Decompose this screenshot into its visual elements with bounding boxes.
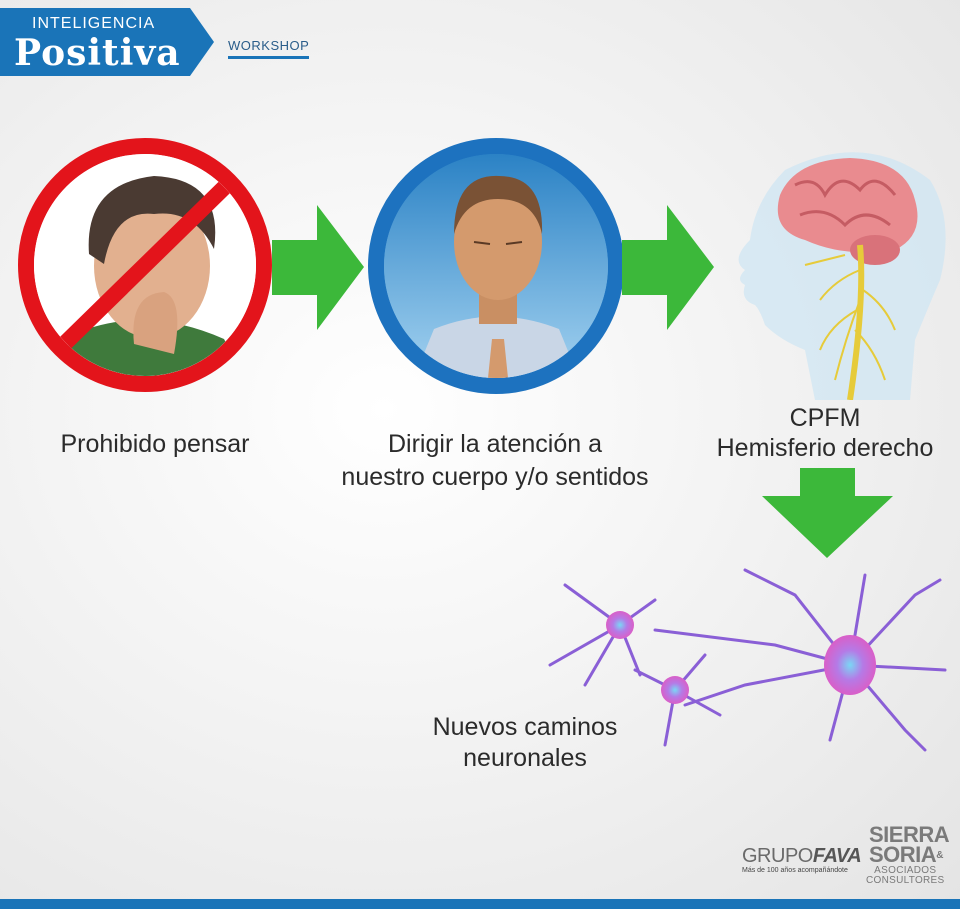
neurons-image	[548, 568, 947, 752]
brand-top-text: INTELIGENCIA	[32, 15, 156, 32]
step4-label-line1: Nuevos caminos	[432, 713, 618, 741]
step2-label-line1: Dirigir la atención a	[388, 430, 602, 458]
fava-logo-text: GRUPO	[742, 845, 813, 867]
sierra-soria-logo: SIERRA SORIA&	[869, 822, 950, 867]
brand-main-text: Positiva	[14, 32, 181, 74]
arrow-down-icon	[762, 468, 893, 558]
ss-logo-line1: SIERRA	[869, 822, 950, 847]
arrow-right-icon	[272, 205, 364, 330]
ss-logo-line4: CONSULTORES	[866, 875, 945, 886]
grupo-fava-logo: GRUPOFAVA	[742, 845, 862, 868]
brand-banner	[0, 8, 214, 76]
fava-logo-tagline: Más de 100 años acompañándote	[742, 867, 848, 874]
ss-logo-line2: SORIA&	[869, 842, 943, 867]
ss-logo-amp: &	[936, 850, 943, 862]
prohibited-thinking-image	[18, 138, 272, 392]
step3-label-line1: CPFM	[789, 404, 861, 432]
sierra-soria-logo-sub: ASOCIADOS CONSULTORES	[866, 866, 945, 886]
workshop-label: WORKSHOP	[228, 38, 310, 59]
fava-logo-bold: FAVA	[812, 845, 862, 867]
step1-label: Prohibido pensar	[60, 430, 250, 458]
step3-label-line2: Hemisferio derecho	[716, 434, 934, 462]
thinking-man-illustration	[34, 154, 256, 376]
brain-nervous-system-image	[738, 152, 946, 400]
ss-logo-line3: ASOCIADOS	[874, 865, 937, 876]
step4-label-line2: neuronales	[463, 744, 587, 772]
directed-attention-image	[368, 138, 624, 394]
meditating-man-illustration	[384, 154, 608, 378]
arrow-right-icon	[622, 205, 714, 330]
step2-label-line2: nuestro cuerpo y/o sentidos	[341, 463, 649, 491]
bottom-bar	[0, 899, 960, 909]
